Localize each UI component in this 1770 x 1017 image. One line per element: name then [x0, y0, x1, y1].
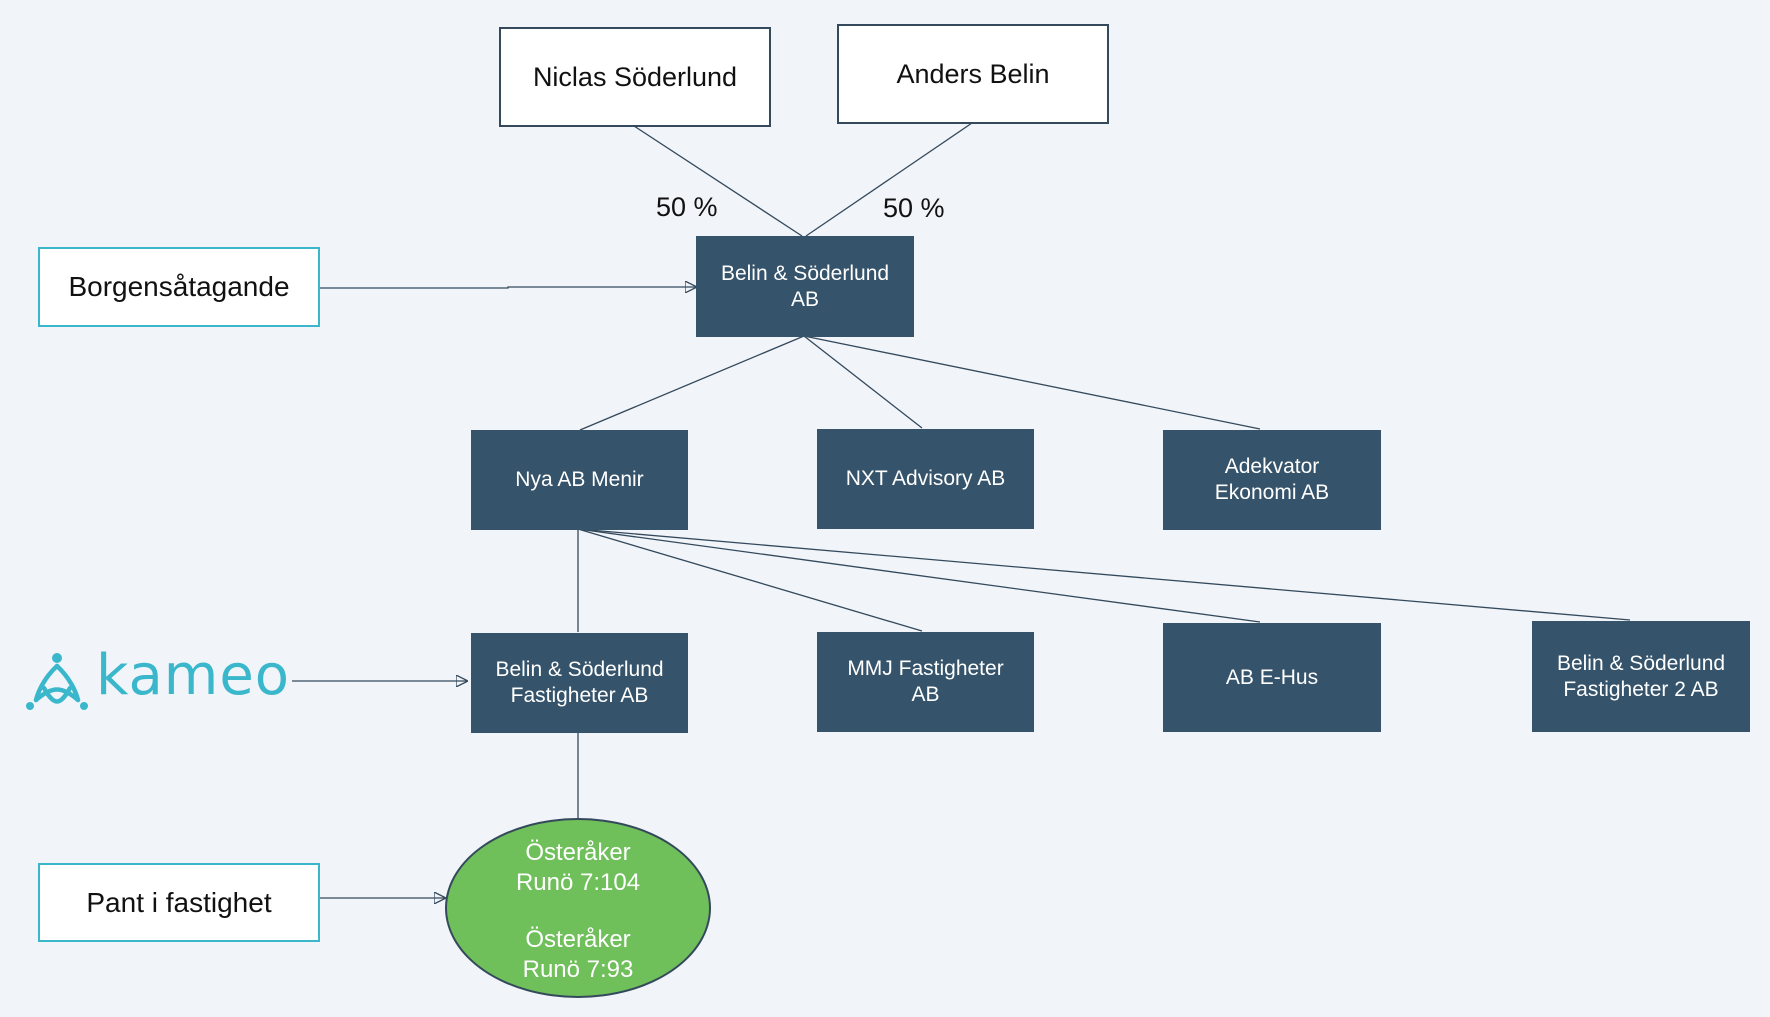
- owner-2-share: 50 %: [883, 193, 945, 223]
- owner-anders-belin: Anders Belin: [837, 24, 1109, 124]
- menir-to-mmj: [577, 528, 923, 632]
- property-runo-7-104: Österåker Runö 7:104: [515, 839, 641, 896]
- holding-to-menir: [579, 335, 805, 431]
- owner-1-link: [633, 125, 803, 237]
- kameo-logo: kameo: [24, 644, 292, 712]
- subsidiary-adekvator: Adekvator Ekonomi AB: [1163, 430, 1381, 530]
- kameo-wordmark: kameo: [96, 643, 291, 708]
- owner-niclas-soderlund: Niclas Söderlund: [499, 27, 771, 127]
- subsidiary-bs-fastigheter: Belin & Söderlund Fastigheter AB: [471, 633, 688, 733]
- holding-to-nxt: [803, 335, 923, 429]
- subsidiary-nya-ab-menir: Nya AB Menir: [471, 430, 688, 530]
- guarantee-label: Borgensåtagande: [38, 247, 320, 327]
- holding-company: Belin & Söderlund AB: [696, 236, 914, 337]
- pledge-label: Pant i fastighet: [38, 863, 320, 942]
- holding-to-adekvator: [803, 335, 1261, 430]
- property-runo-7-93: Österåker Runö 7:93: [522, 926, 634, 983]
- property-ellipse: [445, 818, 711, 998]
- menir-to-fastigheter2: [577, 528, 1631, 621]
- subsidiary-ab-e-hus: AB E-Hus: [1163, 623, 1381, 732]
- guarantee-arrow: [318, 287, 696, 288]
- menir-to-ehus: [577, 528, 1261, 623]
- kameo-symbol-icon: [26, 653, 88, 710]
- subsidiary-bs-fastigheter-2: Belin & Söderlund Fastigheter 2 AB: [1532, 621, 1750, 732]
- owner-1-share: 50 %: [656, 192, 718, 222]
- owner-2-link: [805, 122, 973, 237]
- subsidiary-mmj-fastigheter: MMJ Fastigheter AB: [817, 632, 1034, 732]
- subsidiary-nxt-advisory: NXT Advisory AB: [817, 429, 1034, 529]
